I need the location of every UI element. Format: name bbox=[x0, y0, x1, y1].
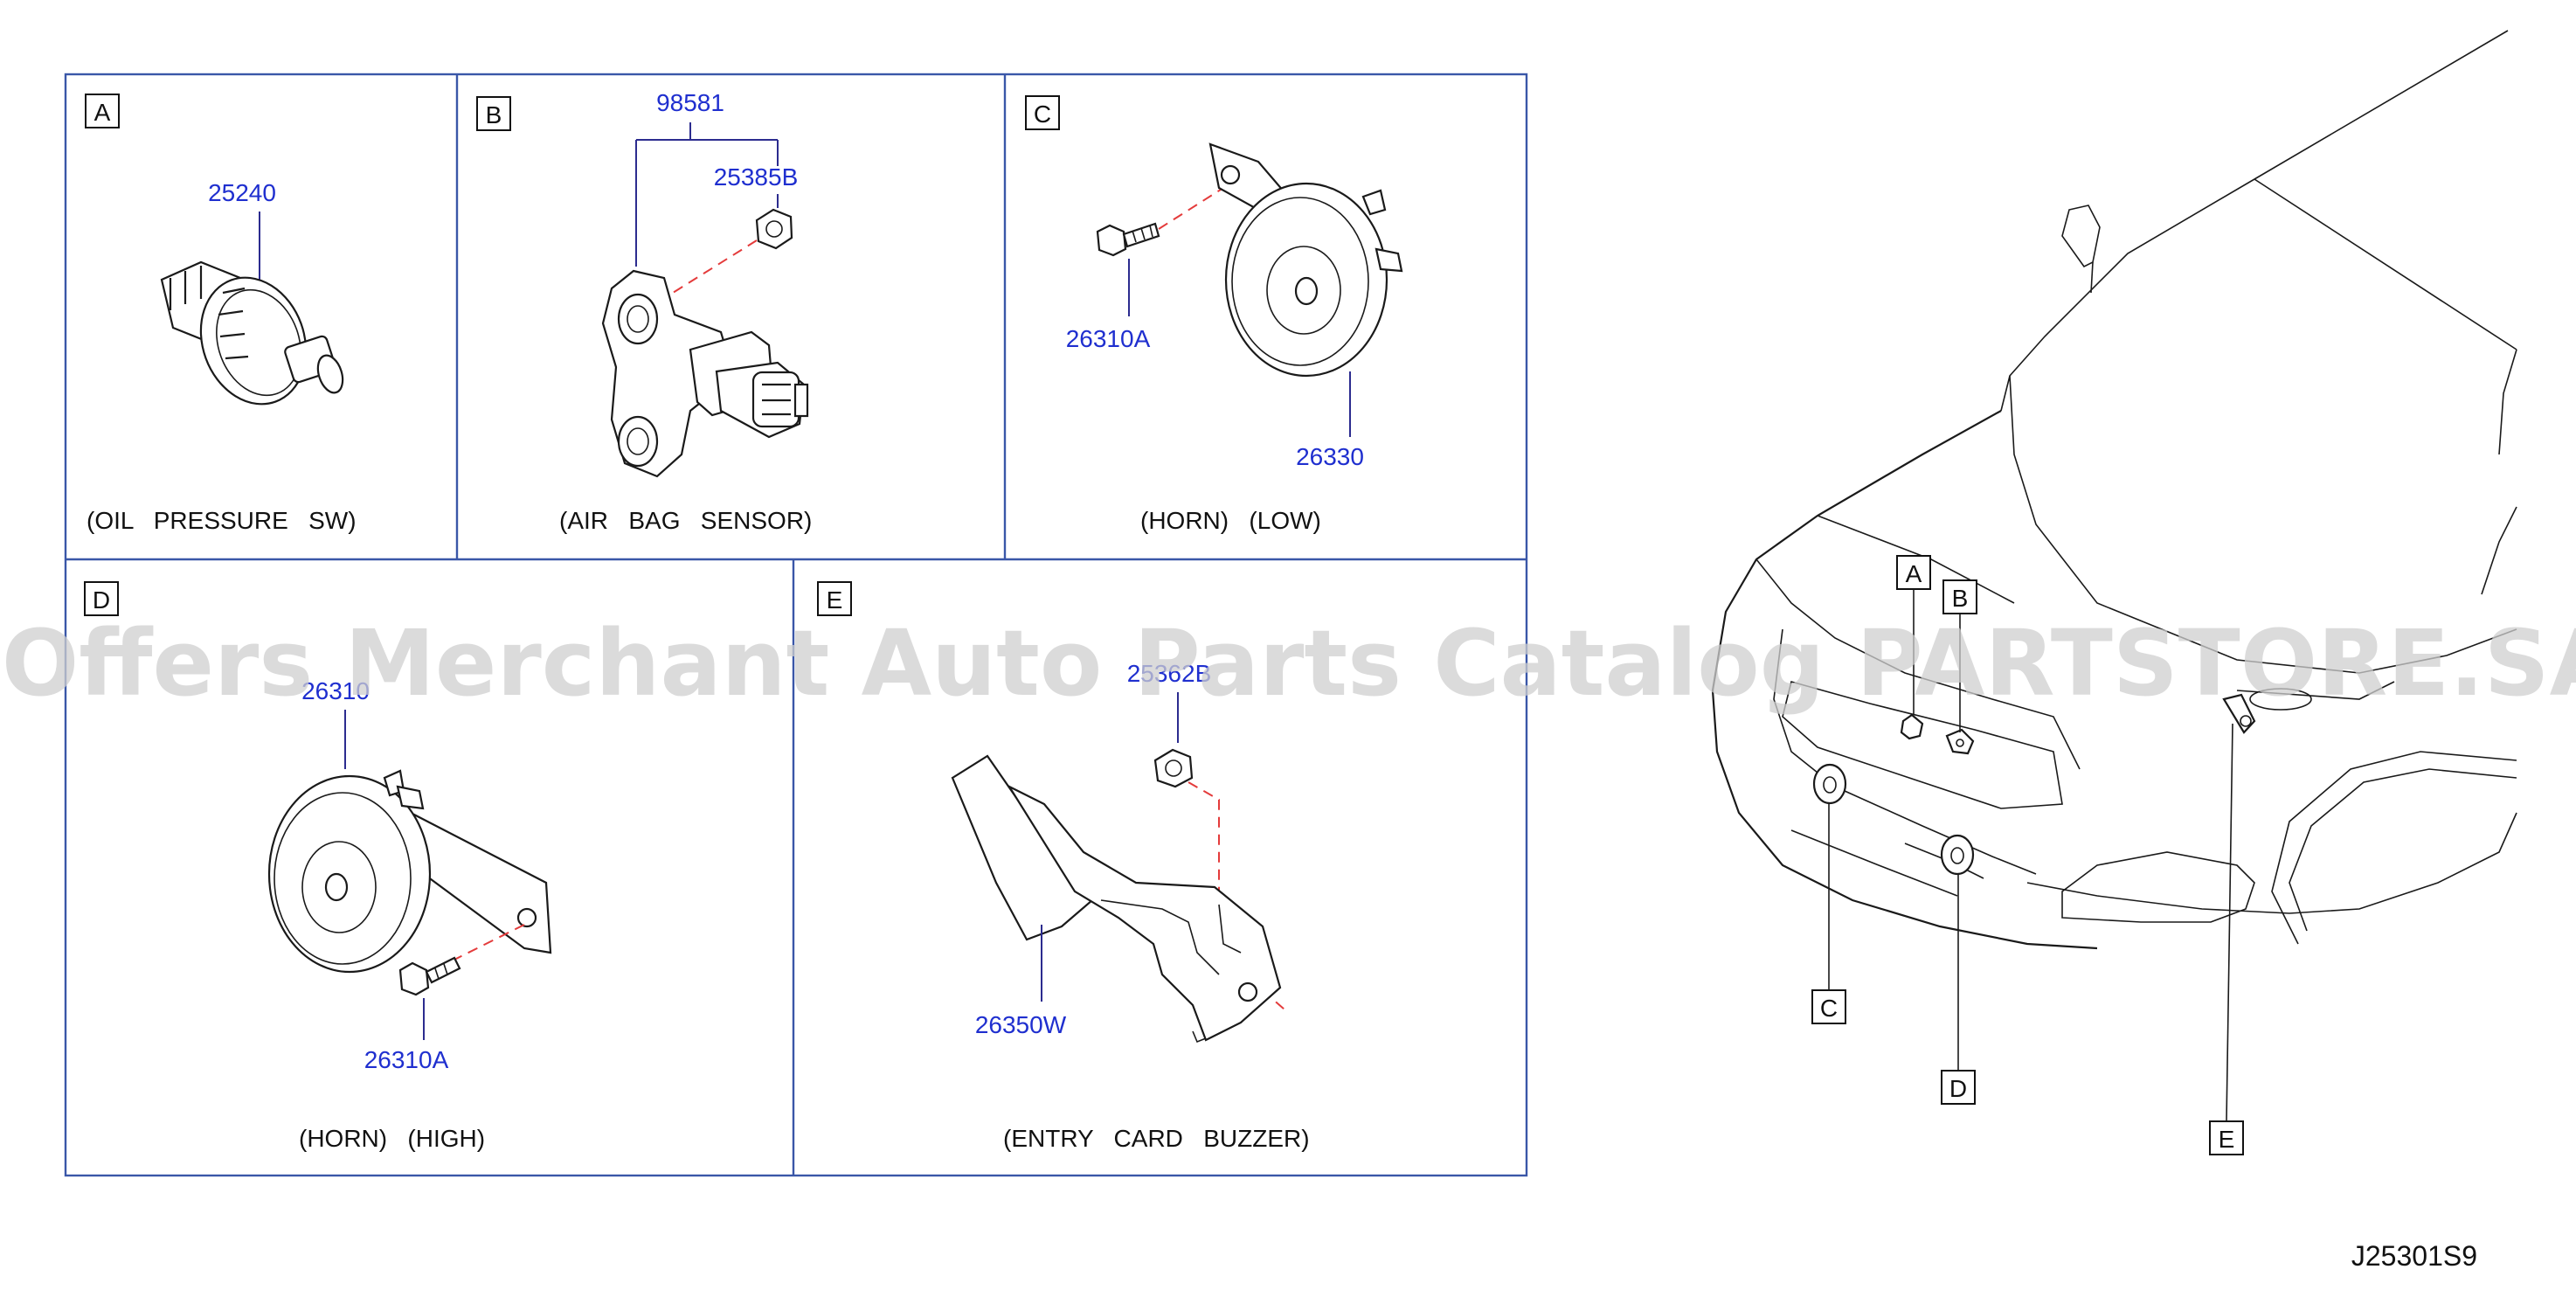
svg-text:C: C bbox=[1820, 995, 1838, 1022]
panel-e-letter: E bbox=[827, 586, 843, 614]
bolt-26310a-drawing bbox=[1096, 222, 1160, 257]
svg-text:E: E bbox=[2219, 1126, 2235, 1153]
vehicle-callout-c[interactable]: C bbox=[1811, 802, 1846, 1024]
vehicle-callout-b[interactable]: B bbox=[1942, 579, 1977, 732]
diagram-code: J25301S9 bbox=[2351, 1240, 2477, 1272]
vehicle-part-c bbox=[1812, 763, 1847, 805]
panel-c: C 26310A 26330 (HORN) (LOW) bbox=[1025, 95, 1403, 534]
caption-horn-low: (HORN) (LOW) bbox=[1140, 507, 1321, 534]
panel-d-letter: D bbox=[93, 586, 110, 614]
part-number-25385b[interactable]: 25385B bbox=[714, 163, 799, 191]
nut-25385b-drawing bbox=[755, 208, 793, 250]
part-number-98581[interactable]: 98581 bbox=[656, 89, 724, 116]
vehicle-callout-e[interactable]: E bbox=[2209, 723, 2244, 1155]
vehicle-callout-d[interactable]: D bbox=[1941, 874, 1976, 1105]
panel-b: B 98581 25385B (AIR BAG SENSOR) bbox=[476, 89, 812, 534]
caption-horn-high: (HORN) (HIGH) bbox=[299, 1125, 485, 1152]
svg-text:A: A bbox=[1906, 560, 1922, 587]
part-number-26310[interactable]: 26310 bbox=[301, 677, 370, 704]
caption-oil-pressure-sw: (OIL PRESSURE SW) bbox=[87, 507, 357, 534]
part-number-25362b[interactable]: 25362B bbox=[1127, 660, 1212, 687]
horn-low-drawing bbox=[1208, 142, 1403, 378]
svg-text:B: B bbox=[1952, 585, 1969, 612]
vehicle-part-e bbox=[2222, 693, 2256, 734]
nut-25362b-drawing bbox=[1153, 748, 1194, 788]
horn-high-drawing bbox=[267, 769, 552, 974]
air-bag-sensor-drawing bbox=[601, 269, 809, 478]
oil-pressure-switch-drawing bbox=[160, 260, 344, 406]
panel-a: A 25240 (OIL PRESSURE SW) bbox=[85, 94, 357, 534]
vehicle-callout-a[interactable]: A bbox=[1896, 555, 1931, 715]
part-number-26310a-c[interactable]: 26310A bbox=[1066, 325, 1151, 352]
part-number-26330[interactable]: 26330 bbox=[1296, 443, 1364, 470]
watermark-text: Offers Merchant Auto Parts Catalog PARTS… bbox=[2, 610, 2576, 717]
caption-air-bag-sensor: (AIR BAG SENSOR) bbox=[559, 507, 812, 534]
part-number-26310a-d[interactable]: 26310A bbox=[364, 1046, 449, 1073]
caption-entry-card-buzzer: (ENTRY CARD BUZZER) bbox=[1003, 1125, 1310, 1152]
vehicle-front-drawing bbox=[1711, 30, 2517, 950]
panel-grid bbox=[64, 73, 1528, 1177]
entry-card-buzzer-drawing bbox=[951, 754, 1282, 1044]
bolt-26310a-d-drawing bbox=[398, 956, 461, 996]
panel-d: D 26310 26310A (HORN) (HIGH) bbox=[84, 581, 552, 1152]
panel-e: E 25362B 26350W (ENTRY CARD BUZZER) bbox=[817, 581, 1310, 1152]
panel-b-letter: B bbox=[486, 101, 502, 128]
panel-a-letter: A bbox=[94, 99, 111, 126]
part-number-25240[interactable]: 25240 bbox=[208, 179, 276, 206]
vehicle-part-a bbox=[1900, 713, 1924, 740]
vehicle-part-d bbox=[1940, 834, 1975, 876]
svg-text:D: D bbox=[1949, 1075, 1967, 1102]
vehicle-part-b bbox=[1945, 728, 1975, 755]
part-number-26350w[interactable]: 26350W bbox=[975, 1011, 1067, 1038]
panel-c-letter: C bbox=[1034, 101, 1051, 128]
